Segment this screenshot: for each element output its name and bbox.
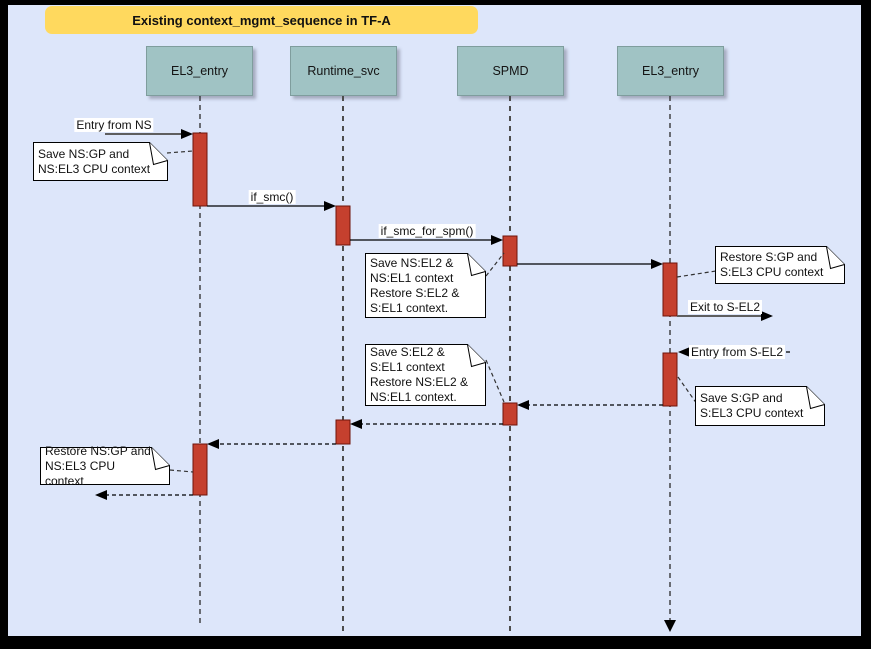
arrowhead-if-smc-icon	[324, 201, 336, 211]
activation-el3-right-2	[662, 352, 678, 407]
actor-el3-entry-right: EL3_entry	[617, 46, 724, 96]
activation-spmd-2	[502, 402, 518, 426]
message-label-entry-from-s-el2: Entry from S-EL2	[688, 345, 786, 359]
arrowhead-spmd-to-runtime-return-icon	[350, 419, 362, 429]
note-shape-icon	[715, 246, 845, 284]
diagram-title: Existing context_mgmt_sequence in TF-A	[45, 6, 478, 34]
activation-el3-right-1	[662, 262, 678, 317]
connector-note-restore-ns-gp	[169, 469, 194, 473]
note-shape-icon	[33, 142, 168, 181]
arrowhead-if-smc-for-spm-icon	[491, 235, 503, 245]
message-label-exit-to-s-el2: Exit to S-EL2	[687, 300, 763, 314]
note-shape-icon	[365, 253, 486, 318]
actor-spmd: SPMD	[457, 46, 564, 96]
diagram-canvas: Existing context_mgmt_sequence in TF-A E…	[8, 5, 861, 636]
activation-runtime-2	[335, 419, 351, 445]
arrowhead-entry-from-s-el2-icon	[678, 347, 690, 357]
arrowhead-el3-to-spmd-return-icon	[517, 400, 529, 410]
arrowhead-runtime-to-el3-return-icon	[207, 439, 219, 449]
actor-el3-entry-left: EL3_entry	[146, 46, 253, 96]
note-restore-ns-gp: Restore NS:GP and NS:EL3 CPU context	[40, 444, 170, 488]
arrowhead-exit-to-s-el2-icon	[761, 311, 773, 321]
arrowhead-exit-to-ns-return-icon	[95, 490, 107, 500]
activation-runtime-1	[335, 205, 351, 246]
message-label-entry-from-ns: Entry from NS	[74, 118, 154, 132]
note-save-s-gp: Save S:GP and S:EL3 CPU context	[695, 386, 825, 426]
note-save-ns-el2: Save NS:EL2 & NS:EL1 context Restore S:E…	[365, 253, 486, 318]
activation-el3-left-1	[192, 132, 208, 207]
activation-spmd-1	[502, 235, 518, 267]
note-shape-icon	[40, 447, 170, 485]
message-label-if-smc-for-spm: if_smc_for_spm()	[378, 224, 476, 238]
arrowhead-spmd-to-el3-icon	[651, 259, 663, 269]
connector-note-save-s-gp	[677, 376, 698, 405]
connector-note-save-s-el2	[485, 359, 505, 403]
sequence-lines-layer	[95, 96, 790, 636]
actor-runtime-svc: Runtime_svc	[290, 46, 397, 96]
note-shape-icon	[365, 344, 486, 406]
connector-note-save-ns-el2	[485, 252, 505, 277]
note-restore-s-gp: Restore S:GP and S:EL3 CPU context	[715, 246, 845, 284]
arrowhead-entry-from-ns-icon	[181, 129, 193, 139]
activation-el3-left-2	[192, 443, 208, 496]
note-shape-icon	[695, 386, 825, 426]
connector-note-save-ns-gp	[166, 150, 194, 154]
message-label-if-smc: if_smc()	[248, 190, 296, 204]
note-save-ns-gp: Save NS:GP and NS:EL3 CPU context	[33, 142, 168, 181]
note-save-s-el2: Save S:EL2 & S:EL1 context Restore NS:EL…	[365, 344, 486, 406]
connector-note-restore-s-gp	[676, 270, 717, 278]
lifeline-end-arrow-icon	[664, 620, 676, 632]
